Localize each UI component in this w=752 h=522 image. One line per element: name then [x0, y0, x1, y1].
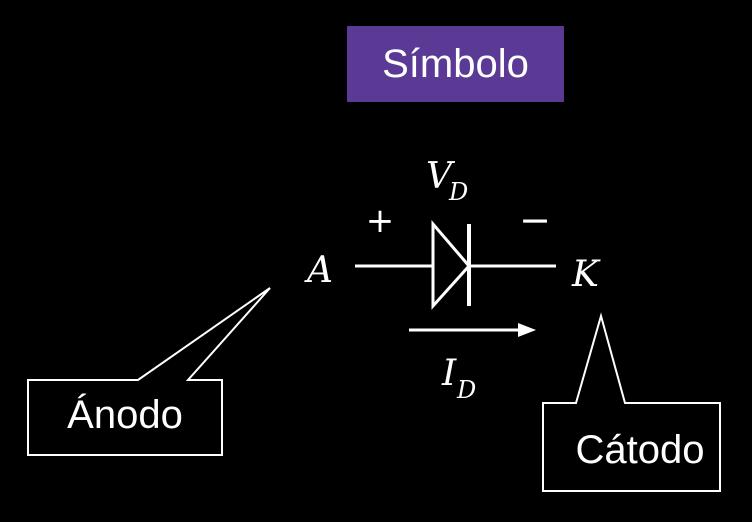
minus-sign: −: [519, 198, 551, 242]
anode-terminal-label: A: [304, 250, 333, 291]
anode-callout-box: [27, 287, 271, 456]
cathode-callout-label: Cátodo: [576, 428, 705, 472]
current-label: I: [441, 353, 457, 394]
current-subscript: D: [456, 376, 476, 404]
cathode-callout-box: [542, 312, 721, 492]
voltage-label: V: [426, 156, 456, 197]
anode-callout-label: Ánodo: [67, 392, 183, 437]
current-arrow-head: [518, 323, 536, 337]
voltage-subscript: D: [448, 178, 468, 206]
title-box: Símbolo: [347, 26, 564, 102]
plus-sign: +: [366, 201, 395, 241]
cathode-terminal-label: K: [571, 254, 601, 295]
title-text: Símbolo: [382, 41, 529, 86]
diode-triangle: [431, 219, 471, 310]
